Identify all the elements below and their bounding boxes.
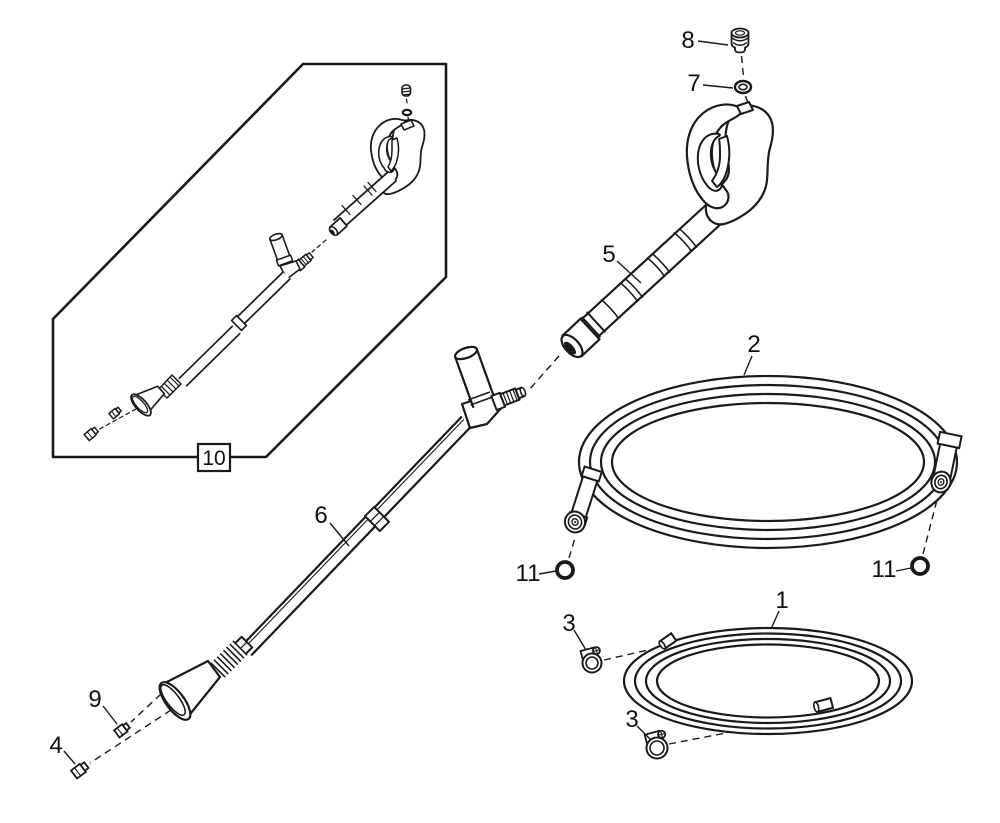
nozzle-4-drawing <box>69 761 90 780</box>
hose-fitting-left <box>563 465 604 534</box>
o-ring-11-left-drawing <box>555 560 575 580</box>
lance-drawing <box>158 345 527 721</box>
hose-end-stub <box>658 631 678 651</box>
callout-leader-lines <box>63 40 912 765</box>
dashed-line-3-lower <box>668 732 727 745</box>
mini-nozzle-drawing <box>83 426 100 442</box>
callout-11-right-label: 11 <box>872 556 897 583</box>
dashed-line-gun-to-lance <box>527 355 560 392</box>
callout-6-label: 6 <box>314 502 327 529</box>
spray-gun-drawing <box>560 101 774 359</box>
mini-lance-drawing <box>130 232 314 417</box>
callout-3-upper-label: 3 <box>562 610 575 637</box>
nozzle-9-drawing <box>112 721 132 739</box>
mini-spray-gun-drawing <box>328 117 426 237</box>
callout-2-label: 2 <box>747 331 760 358</box>
mini-nozzle-drawing <box>108 406 122 420</box>
callout-9-label: 9 <box>88 686 101 713</box>
o-ring-7-drawing <box>733 79 753 95</box>
mini-screw-drawing <box>401 84 412 97</box>
pressure-hose-drawing <box>563 374 963 550</box>
callout-5-label: 5 <box>602 241 615 268</box>
hose-fitting-right <box>930 430 963 494</box>
garden-hose-drawing <box>622 626 914 736</box>
threaded-plug-drawing <box>730 27 750 54</box>
dashed-line-11-left <box>568 537 576 559</box>
callout-7-label: 7 <box>687 70 700 97</box>
callout-4-label: 4 <box>49 732 62 759</box>
mini-dashed-line <box>95 408 137 432</box>
callout-1-label: 1 <box>775 587 788 614</box>
mini-dashed-line <box>311 239 327 253</box>
dashed-line-cone-to-4 <box>89 709 172 764</box>
callout-8-label: 8 <box>681 27 694 54</box>
assembly-box-outline <box>51 62 448 459</box>
assembled-gun-lance-drawing <box>83 84 426 442</box>
mini-dashed-line <box>405 98 409 107</box>
dashed-line-3-upper <box>603 649 649 661</box>
dashed-line-11-right <box>922 495 939 555</box>
assembly-box-label-frame <box>196 442 232 473</box>
callout-3-lower-label: 3 <box>625 706 638 733</box>
dashed-line-cone-to-9 <box>130 693 162 723</box>
dashed-line-8-to-7 <box>740 55 745 78</box>
hose-clamp-3-lower <box>643 729 669 760</box>
callout-10-label: 10 <box>202 447 225 470</box>
assembly-box: 10 <box>51 62 448 473</box>
mini-o-ring-drawing <box>401 108 413 117</box>
callout-11-left-label: 11 <box>516 560 541 587</box>
hose-end-stub <box>812 696 835 714</box>
o-ring-11-right-drawing <box>910 556 930 576</box>
hose-clamp-3-upper <box>579 646 603 674</box>
